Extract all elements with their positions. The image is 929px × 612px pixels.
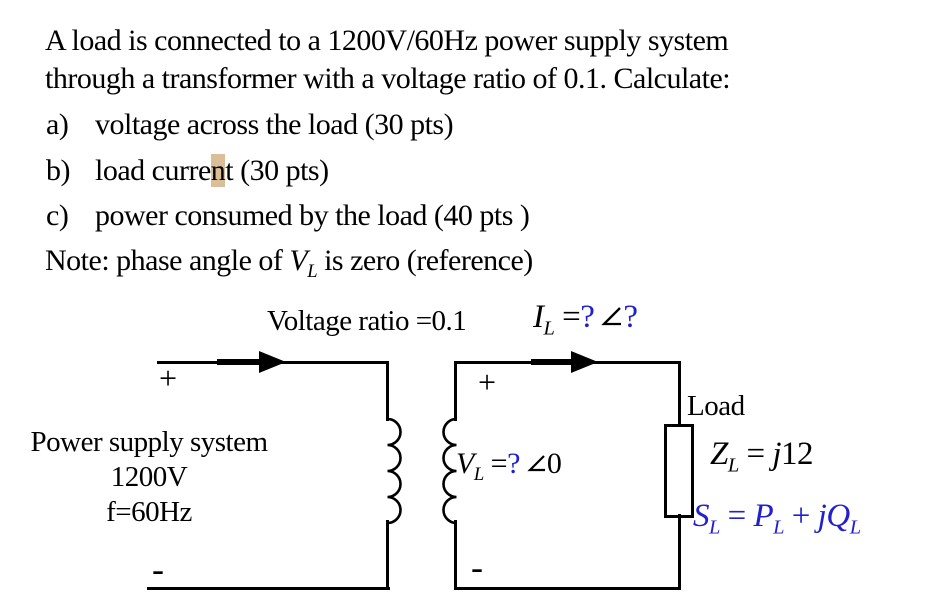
il-q2: ? bbox=[623, 299, 638, 335]
zl-j: j bbox=[772, 436, 782, 472]
load-lead-lower bbox=[678, 514, 681, 590]
load-name-label: Load bbox=[687, 390, 745, 422]
secondary-current-arrow-bar bbox=[531, 359, 573, 365]
primary-minus-sign: - bbox=[152, 549, 164, 589]
il-eq: = bbox=[554, 299, 581, 335]
angle-icon bbox=[601, 307, 622, 326]
note-var: V bbox=[289, 244, 308, 277]
vl-zero: 0 bbox=[546, 447, 562, 480]
primary-plus-sign: + bbox=[159, 360, 178, 396]
il-q1: ? bbox=[580, 299, 595, 335]
load-lead-upper bbox=[678, 361, 681, 427]
transformer-primary-coil bbox=[387, 418, 402, 524]
secondary-voltage-label: VL =? 0 bbox=[456, 447, 562, 486]
note-post: is zero (reference) bbox=[317, 244, 533, 277]
note-line: Note: phase angle of VL is zero (referen… bbox=[45, 244, 533, 283]
item-a-pre: voltage across the load (30 pts) bbox=[95, 108, 454, 141]
load-box bbox=[664, 424, 694, 518]
primary-lead-lower bbox=[386, 520, 389, 590]
il-var: I bbox=[533, 299, 544, 335]
load-current-label: IL =?? bbox=[533, 299, 638, 341]
zl-val: 12 bbox=[781, 436, 814, 472]
sl-p-sub: L bbox=[773, 516, 785, 539]
zl-var: Z bbox=[710, 436, 728, 472]
voltage-ratio-label: Voltage ratio =0.1 bbox=[267, 305, 467, 337]
source-voltage: 1200V bbox=[110, 461, 188, 493]
il-sub: L bbox=[543, 317, 555, 340]
vl-q: ? bbox=[507, 447, 520, 480]
primary-lead-upper bbox=[386, 361, 389, 421]
vl-var: V bbox=[456, 447, 474, 480]
vl-eq: = bbox=[483, 447, 508, 480]
item-b-pre: load curre bbox=[95, 154, 211, 187]
secondary-bottom-wire bbox=[454, 587, 681, 590]
sl-plus: + bbox=[784, 498, 818, 534]
angle-icon bbox=[527, 455, 545, 472]
sl-sub: L bbox=[709, 516, 720, 539]
zl-eq: = bbox=[738, 436, 773, 472]
problem-line-2: through a transformer with a voltage rat… bbox=[45, 62, 731, 95]
primary-current-arrow-bar bbox=[217, 359, 261, 365]
item-a-label: a) bbox=[46, 108, 69, 141]
item-c-text: power consumed by the load (40 pts ) bbox=[95, 199, 530, 233]
secondary-lead-upper bbox=[454, 361, 457, 421]
source-name: Power supply system bbox=[30, 426, 269, 458]
transformer-secondary-coil bbox=[442, 418, 457, 524]
item-b-post: t (30 pts) bbox=[225, 154, 329, 187]
secondary-current-arrow-icon bbox=[571, 351, 598, 373]
note-var-sub: L bbox=[307, 261, 318, 282]
apparent-power-equation: SL = PL + jQL bbox=[693, 498, 861, 540]
item-b-text: load current (30 pts) bbox=[95, 154, 329, 188]
secondary-plus-sign: + bbox=[478, 364, 497, 400]
secondary-lead-lower bbox=[454, 520, 457, 590]
item-b-label: b) bbox=[46, 154, 71, 187]
impedance-equation: ZL = j12 bbox=[710, 436, 814, 478]
note-pre: Note: phase angle of bbox=[45, 244, 290, 277]
sl-var: S bbox=[693, 498, 710, 534]
item-b-highlight: n bbox=[210, 154, 226, 187]
item-a-text: voltage across the load (30 pts) bbox=[95, 108, 454, 142]
item-c-pre: power consumed by the load (40 pts ) bbox=[95, 199, 530, 232]
primary-current-arrow-icon bbox=[259, 351, 286, 373]
vl-sub: L bbox=[473, 464, 484, 485]
item-c-label: c) bbox=[46, 199, 69, 232]
secondary-minus-sign: - bbox=[471, 547, 483, 587]
sl-p: P bbox=[753, 498, 774, 534]
sl-j: j bbox=[817, 498, 827, 534]
primary-bottom-wire bbox=[147, 587, 390, 590]
sl-q: Q bbox=[826, 498, 850, 534]
sl-eq: = bbox=[719, 498, 754, 534]
problem-line-1: A load is connected to a 1200V/60Hz powe… bbox=[45, 24, 729, 57]
source-frequency: f=60Hz bbox=[106, 496, 192, 528]
sl-q-sub: L bbox=[849, 516, 861, 539]
zl-sub: L bbox=[727, 454, 739, 477]
